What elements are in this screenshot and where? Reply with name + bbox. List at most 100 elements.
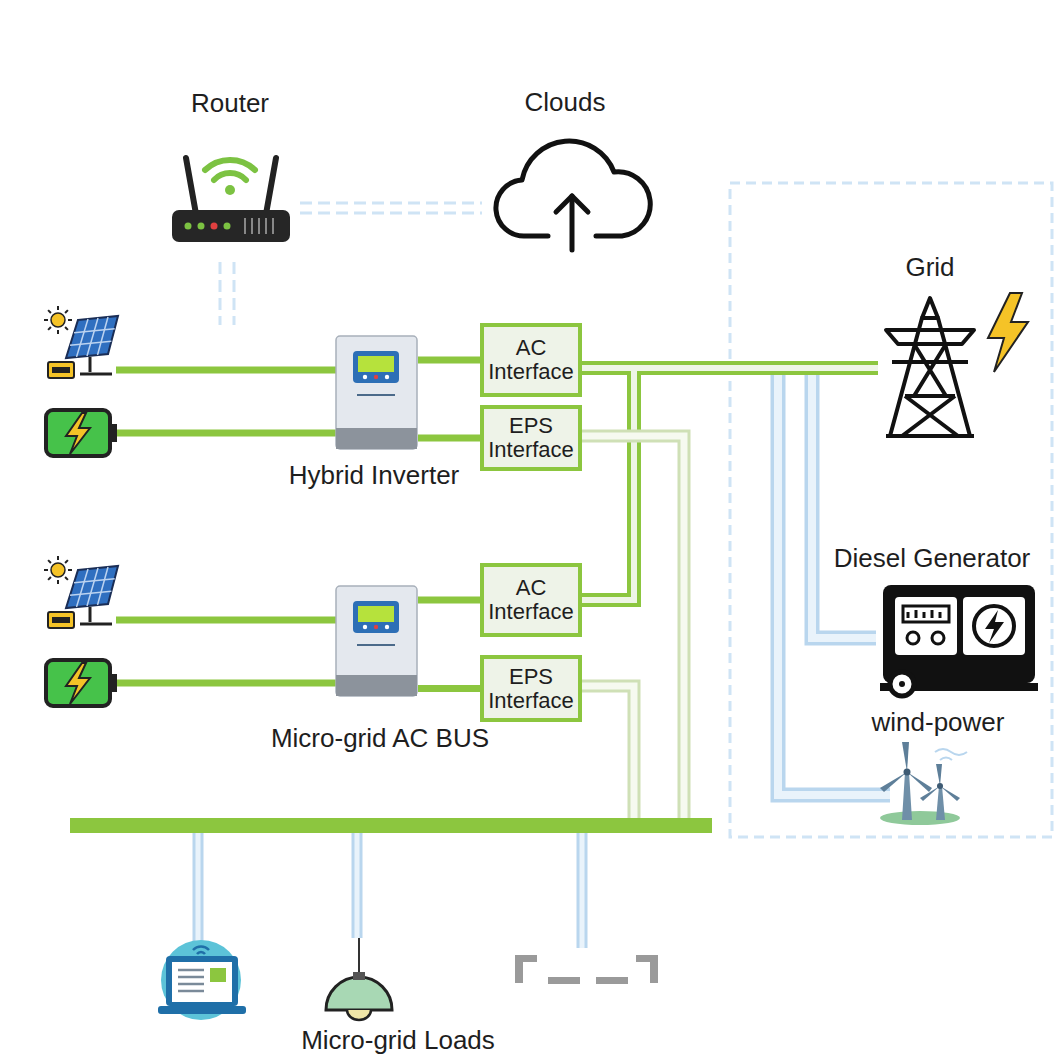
art-stroke bbox=[87, 568, 98, 606]
art-stroke bbox=[74, 579, 115, 583]
art-stroke bbox=[112, 680, 336, 687]
art-stroke bbox=[172, 962, 232, 1002]
art-stroke bbox=[251, 218, 253, 234]
art-stroke bbox=[300, 212, 482, 215]
art-stroke bbox=[883, 585, 1035, 683]
art-stroke bbox=[902, 772, 912, 820]
art-stroke bbox=[920, 786, 940, 801]
art-stroke bbox=[936, 764, 942, 786]
art-stroke bbox=[110, 424, 117, 442]
interface-box: AC Interface bbox=[480, 563, 582, 637]
art-stroke bbox=[907, 612, 910, 618]
inverter-label: Hybrid Inverter bbox=[276, 460, 472, 491]
art-stroke bbox=[880, 772, 907, 792]
art-stroke bbox=[65, 310, 68, 313]
art-stroke bbox=[548, 977, 580, 984]
eps-wire bbox=[582, 436, 684, 822]
art-stroke bbox=[265, 218, 267, 234]
art-stroke bbox=[65, 577, 68, 580]
solar-panel-icon bbox=[44, 306, 118, 378]
icon-label: Micro-grid Loads bbox=[301, 1025, 495, 1056]
art-stroke bbox=[48, 577, 51, 580]
art-stroke bbox=[907, 632, 919, 644]
art-stroke bbox=[205, 160, 255, 170]
art-stroke bbox=[66, 413, 90, 454]
power-connector bbox=[418, 357, 480, 364]
art-stroke bbox=[110, 674, 117, 692]
power-connector bbox=[418, 435, 480, 442]
art-stroke bbox=[80, 373, 112, 376]
region-outline bbox=[730, 183, 1052, 837]
art-stroke bbox=[89, 357, 92, 372]
art-stroke bbox=[596, 977, 628, 984]
inverter-icon bbox=[335, 585, 418, 697]
art-stroke bbox=[974, 606, 1014, 646]
art-stroke bbox=[51, 563, 65, 577]
art-stroke bbox=[65, 327, 68, 330]
art-stroke bbox=[57, 556, 59, 560]
art-stroke bbox=[89, 607, 92, 622]
art-stroke bbox=[211, 223, 218, 230]
art-stroke bbox=[51, 313, 65, 327]
art-stroke bbox=[178, 990, 204, 993]
art-stroke bbox=[515, 955, 537, 962]
art-stroke bbox=[52, 617, 70, 623]
art-stroke bbox=[582, 436, 684, 822]
art-stroke bbox=[245, 218, 273, 234]
interface-box: EPS Interface bbox=[480, 655, 582, 722]
art-stroke bbox=[77, 569, 89, 607]
art-stroke bbox=[66, 663, 90, 704]
art-stroke bbox=[166, 956, 238, 1006]
art-stroke bbox=[46, 410, 110, 456]
art-stroke bbox=[931, 610, 934, 618]
art-stroke bbox=[266, 158, 276, 214]
cloud-icon bbox=[496, 141, 650, 250]
art-stroke bbox=[582, 368, 878, 600]
art-stroke bbox=[44, 569, 48, 571]
art-stroke bbox=[66, 316, 118, 358]
art-stroke bbox=[890, 318, 970, 436]
art-stroke bbox=[556, 196, 588, 212]
art-stroke bbox=[52, 367, 70, 373]
inverter-label: Micro-grid AC BUS bbox=[250, 723, 510, 754]
art-stroke bbox=[172, 210, 290, 242]
art-stroke bbox=[57, 306, 59, 310]
art-stroke bbox=[214, 173, 246, 180]
router-icon bbox=[172, 158, 290, 242]
art-stroke bbox=[98, 567, 109, 605]
art-stroke bbox=[66, 566, 118, 608]
icon-label: Router bbox=[191, 88, 269, 119]
art-stroke bbox=[44, 319, 48, 321]
art-stroke bbox=[932, 632, 944, 644]
art-stroke bbox=[907, 772, 932, 792]
art-stroke bbox=[923, 612, 926, 618]
art-stroke bbox=[65, 560, 68, 563]
art-stroke bbox=[70, 341, 111, 345]
art-stroke bbox=[890, 672, 914, 696]
lamp-load-icon bbox=[326, 938, 392, 1020]
art-stroke bbox=[353, 972, 365, 980]
art-stroke bbox=[880, 811, 960, 825]
ac-wire bbox=[582, 368, 878, 600]
inverter-box: Micro-grid AC BUS bbox=[250, 585, 510, 760]
art-stroke bbox=[80, 623, 112, 626]
art-stroke bbox=[244, 218, 246, 234]
icon-label: wind-power bbox=[872, 707, 1005, 738]
ac-bus-bar bbox=[70, 818, 712, 833]
interface-label: AC Interface bbox=[488, 336, 574, 384]
solar-feed-wire bbox=[116, 617, 336, 624]
art-stroke bbox=[886, 330, 974, 344]
battery-icon bbox=[46, 410, 336, 456]
art-stroke bbox=[193, 947, 209, 954]
diesel-generator-icon bbox=[880, 585, 1038, 696]
art-stroke bbox=[940, 786, 960, 801]
art-stroke bbox=[48, 612, 74, 628]
art-stroke bbox=[935, 749, 967, 760]
icon-label: Clouds bbox=[525, 87, 606, 118]
battery-icon bbox=[46, 660, 336, 706]
art-stroke bbox=[903, 606, 949, 622]
art-stroke bbox=[880, 742, 932, 792]
art-stroke bbox=[178, 976, 204, 979]
